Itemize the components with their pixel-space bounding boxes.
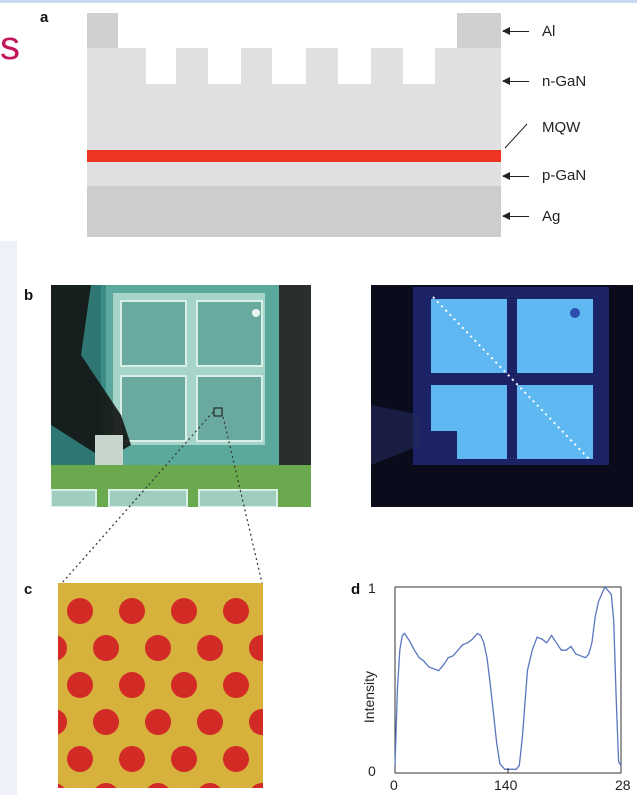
header-glyph: s [0,24,20,68]
pattern-dot [67,746,93,772]
panel-b-label: b [24,287,34,304]
y-axis-label: Intensity [361,670,377,724]
pattern-dot [199,783,221,788]
pattern-dot [223,746,249,772]
pattern-dot [249,635,263,661]
layer-label-p-gan: p-GaN [542,167,587,184]
intensity-chart [394,585,622,774]
pattern-dot [145,635,171,661]
x-tick-label-0: 0 [390,777,398,793]
electroluminescence-image [371,285,633,507]
pattern-dot [93,709,119,735]
intensity-profile-line [394,585,622,770]
pattern-dot [119,746,145,772]
pattern-dot [58,709,67,735]
pattern-dot [223,598,249,624]
left-margin-strip [0,241,17,795]
pattern-micrograph [58,583,263,788]
pattern-dot [249,709,263,735]
ag-arrow [502,212,529,220]
pattern-dot [197,635,223,661]
pattern-dot [145,709,171,735]
pattern-dot [223,672,249,698]
plot-frame [394,586,622,774]
mqw-pointer [504,123,528,149]
layer-label-mqw: MQW [542,119,581,136]
n-gan-layer [87,48,501,150]
pattern-dot [171,598,197,624]
pattern-dot [197,709,223,735]
x-tick-label-28: 28 [615,777,631,793]
panel-d-label: d [351,581,361,598]
p-gan-arrow [502,172,529,180]
pattern-dot [58,635,67,661]
pattern-dot [251,783,263,788]
al-contact-right [457,13,501,48]
pattern-dot [147,783,169,788]
pattern-dot [171,672,197,698]
pattern-dot [58,783,65,788]
y-tick-label-min: 0 [368,763,376,779]
pattern-dot [95,783,117,788]
n-gan-arrow [502,77,529,85]
layer-label-ag: Ag [542,208,561,225]
mqw-layer [87,150,501,162]
layer-label-al: Al [542,23,556,40]
layer-diagram [87,13,528,237]
p-gan-layer [87,162,501,186]
panel-a-label: a [40,9,49,26]
pattern-dot [171,746,197,772]
x-tick-label-140: 140 [494,777,518,793]
layer-label-n-gan: n-GaN [542,73,587,90]
panel-c-label: c [24,581,33,598]
optical-micrograph [51,285,311,507]
pattern-dot [119,672,145,698]
y-tick-label-max: 1 [368,580,376,596]
pattern-dot [67,672,93,698]
al-arrow [502,27,529,35]
al-contact-left [87,13,118,48]
top-border [0,0,637,3]
ag-layer [87,186,501,237]
pattern-dot [119,598,145,624]
pattern-dot [67,598,93,624]
pattern-dot [93,635,119,661]
